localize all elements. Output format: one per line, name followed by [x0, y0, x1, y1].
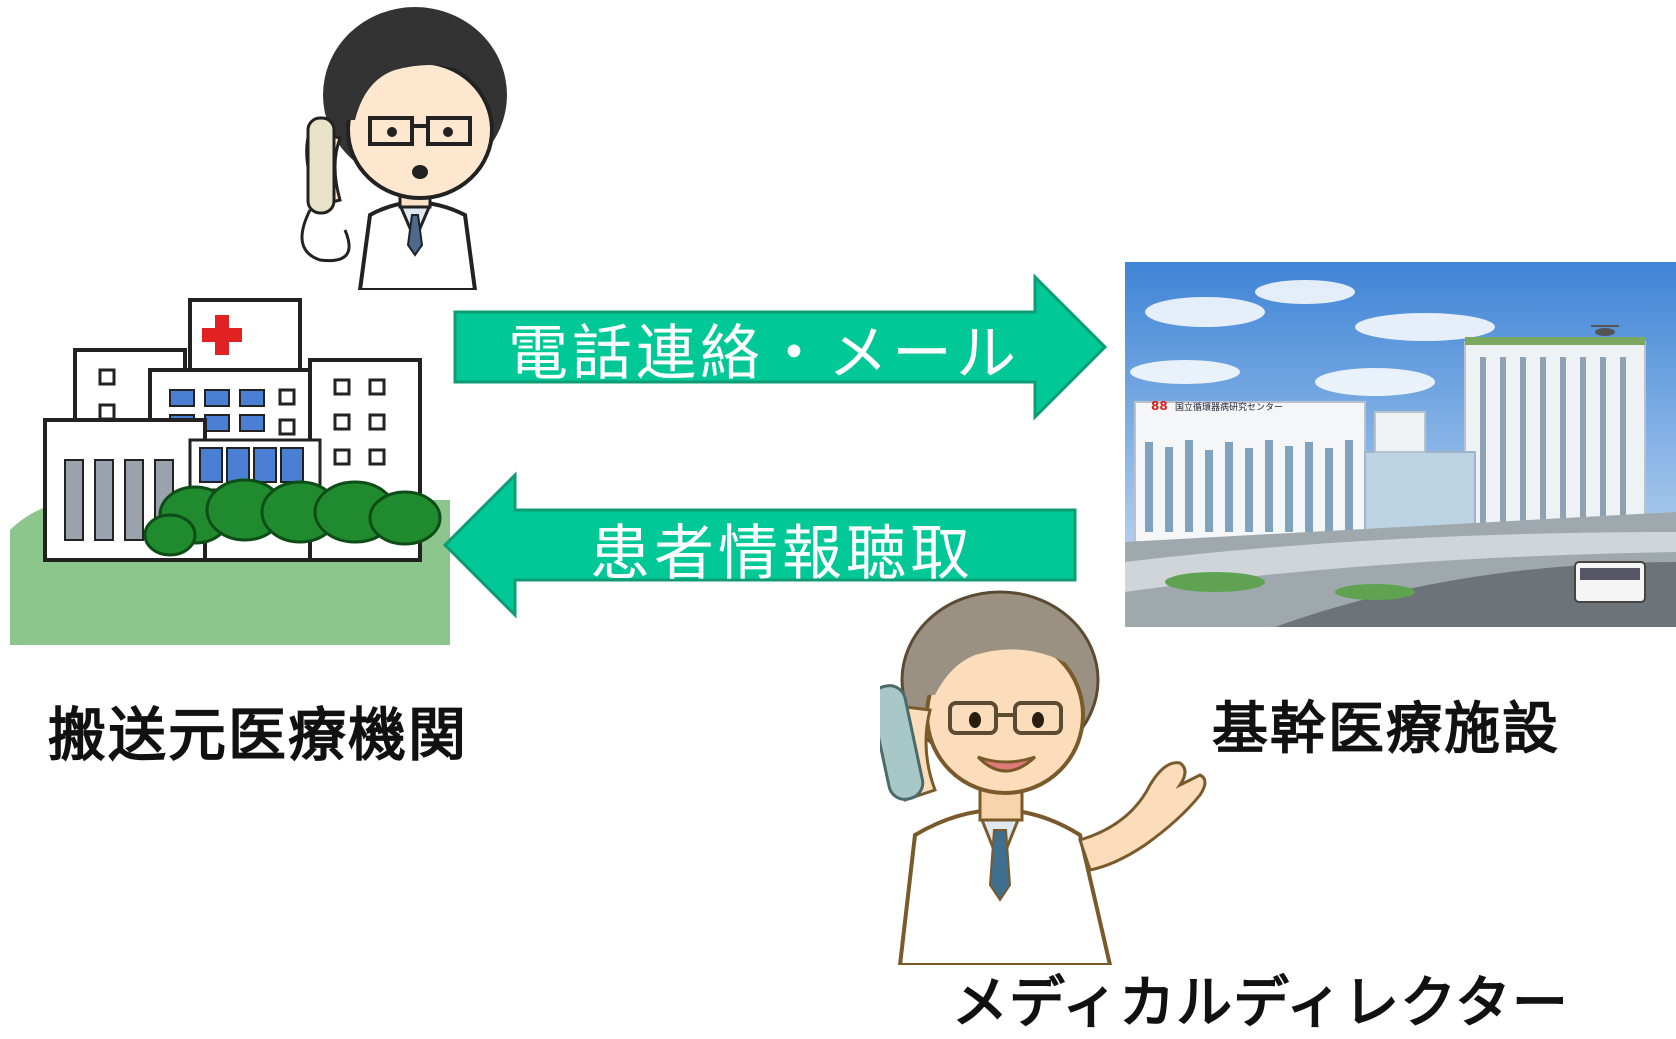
origin-hospital-illustration [10, 298, 450, 645]
facility-sign-number: 88 [1151, 399, 1168, 413]
core-facility-photo: 88 国立循環器病研究センター [1125, 262, 1676, 627]
contact-arrow-right [453, 273, 1108, 421]
doctor-on-phone-illustration [300, 7, 507, 290]
patient-info-arrow-label: 患者情報聴取 [590, 519, 974, 589]
core-facility-label: 基幹医療施設 [1212, 697, 1560, 762]
medical-director-illustration [880, 590, 1207, 965]
contact-arrow-label: 電話連絡・メール [508, 319, 1020, 389]
patient-info-arrow-left [442, 471, 1077, 619]
facility-sign-text: 国立循環器病研究センター [1175, 401, 1283, 413]
origin-facility-label: 搬送元医療機関 [48, 701, 469, 769]
medical-director-label: メディカルディレクター [952, 971, 1569, 1036]
